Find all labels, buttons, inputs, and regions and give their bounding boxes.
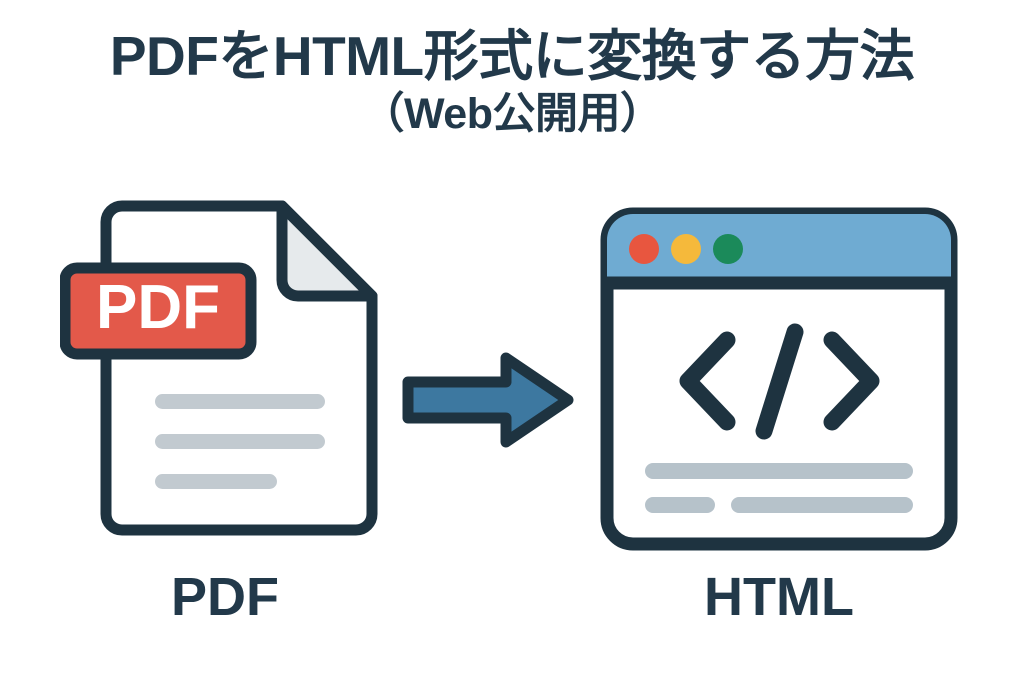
code-brackets-icon (679, 323, 880, 440)
right-arrow-icon (398, 350, 578, 450)
arrow-shape (402, 352, 574, 448)
maximize-dot[interactable] (713, 234, 743, 264)
page-subtitle: （Web公開用） (361, 89, 664, 138)
pdf-badge (59, 262, 257, 360)
pdf-badge-label: PDF (96, 273, 220, 342)
browser-line-2b (731, 497, 913, 513)
browser-window-icon (598, 205, 960, 553)
target-caption: HTML (704, 567, 854, 627)
doc-line-2 (155, 434, 325, 449)
heading-block: PDFをHTML形式に変換する方法 （Web公開用） (0, 25, 1024, 139)
document-fold-corner (276, 200, 378, 302)
pdf-document-icon: PDF (59, 196, 390, 556)
page-title: PDFをHTML形式に変換する方法 (109, 25, 915, 87)
code-slash (755, 323, 804, 440)
code-left-angle (679, 331, 736, 431)
browser-line-1 (645, 463, 913, 479)
source-caption: PDF (171, 567, 279, 627)
browser-line-2a (645, 497, 715, 513)
minimize-dot[interactable] (671, 234, 701, 264)
close-dot[interactable] (629, 234, 659, 264)
doc-line-1 (155, 394, 325, 409)
code-right-angle (823, 331, 880, 431)
browser-titlebar (607, 214, 951, 283)
doc-line-3 (155, 474, 277, 489)
